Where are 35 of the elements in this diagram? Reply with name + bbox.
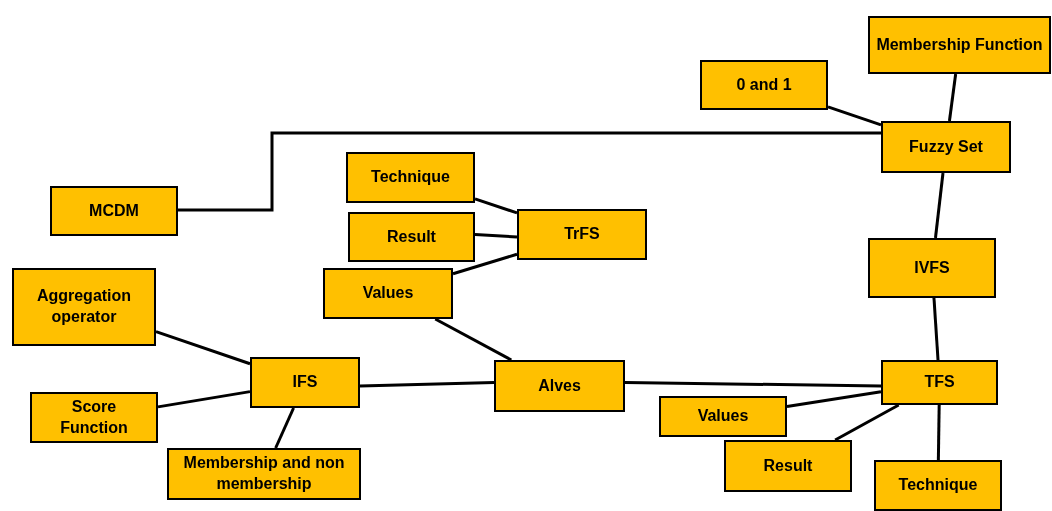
concept-box: Fuzzy Set	[881, 121, 1011, 173]
concept-box: TFS	[881, 360, 998, 405]
concept-box: Result	[348, 212, 475, 262]
concept-box: Membership and non membership	[167, 448, 361, 500]
concept-box: Technique	[874, 460, 1002, 511]
concept-box: Values	[323, 268, 453, 319]
concept-box: TrFS	[517, 209, 647, 260]
connector-line	[827, 105, 882, 127]
connector-line	[786, 390, 882, 408]
connector-line	[157, 390, 251, 409]
connector-line	[932, 297, 940, 361]
connector-line	[434, 317, 512, 362]
connector-line	[474, 197, 518, 215]
concept-box: Values	[659, 396, 787, 437]
connector-line	[274, 407, 295, 449]
concept-box: Technique	[346, 152, 475, 203]
concept-box: Result	[724, 440, 852, 492]
concept-box: MCDM	[50, 186, 178, 236]
connector-line	[947, 73, 958, 122]
concept-box: IFS	[250, 357, 360, 408]
concept-box: 0 and 1	[700, 60, 828, 110]
connector-line	[452, 252, 518, 276]
connector-line	[936, 404, 941, 461]
concept-box: IVFS	[868, 238, 996, 298]
connector-line	[155, 330, 251, 366]
connector-line	[933, 172, 945, 239]
concept-box: Alves	[494, 360, 625, 412]
connector-line	[834, 403, 900, 442]
connector-line	[359, 381, 495, 388]
connector-line	[624, 381, 882, 388]
connector-line	[178, 131, 881, 212]
concept-box: Membership Function	[868, 16, 1051, 74]
concept-box: Aggregation operator	[12, 268, 156, 346]
connector-line	[474, 233, 518, 239]
concept-box: Score Function	[30, 392, 158, 443]
